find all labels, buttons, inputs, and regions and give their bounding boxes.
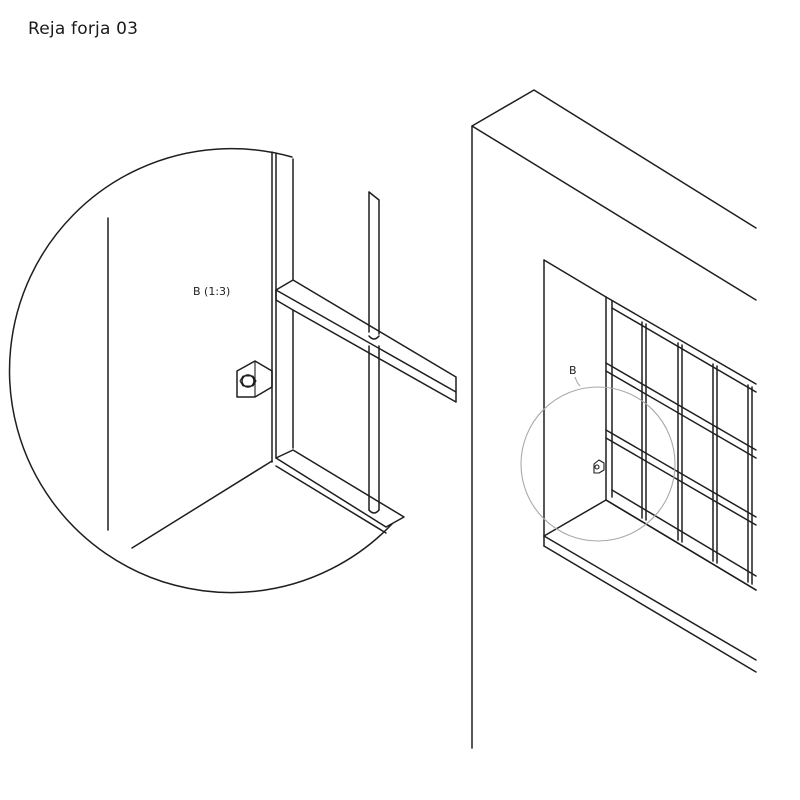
detail-label: B (1:3): [193, 285, 230, 298]
callout-leader: [574, 376, 581, 387]
floor-edge: [131, 460, 273, 549]
detail-view-b: B (1:3): [8, 147, 457, 594]
horizontal-flat-bar: [275, 279, 457, 403]
bottom-frame-bar: [275, 449, 405, 534]
detail-circle-outline: [8, 147, 393, 594]
callout-label: B: [569, 364, 577, 377]
anchor-bracket: [236, 360, 273, 398]
detail-content: [107, 217, 273, 549]
wall-outline: [471, 89, 757, 749]
forged-grille: [605, 296, 757, 591]
detail-callout-circle: [520, 386, 676, 542]
overview-view: B: [471, 89, 757, 749]
wall-top-edge: [471, 125, 757, 301]
anchor-bolt-icon: [241, 374, 255, 388]
frame-post: [271, 151, 294, 463]
vertical-round-bar: [368, 191, 380, 514]
drawing-title: Reja forja 03: [28, 19, 139, 39]
overview-anchor-bracket: [593, 459, 605, 474]
